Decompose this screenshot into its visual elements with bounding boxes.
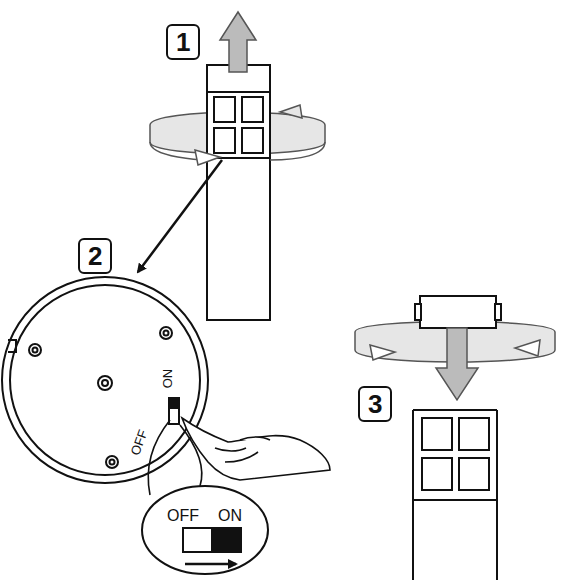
lamp-post-3 [355,296,555,580]
switch-label: ON [161,369,174,389]
switch-inset [142,420,268,574]
lamp-post-1 [138,12,325,320]
base-plate [2,277,208,483]
switch-label: ON [218,508,242,524]
hand [182,418,330,480]
callout-number: 2 [78,238,112,274]
callout-number: 3 [358,386,392,422]
switch-label: OFF [167,508,199,524]
callout-number: 1 [166,24,200,60]
